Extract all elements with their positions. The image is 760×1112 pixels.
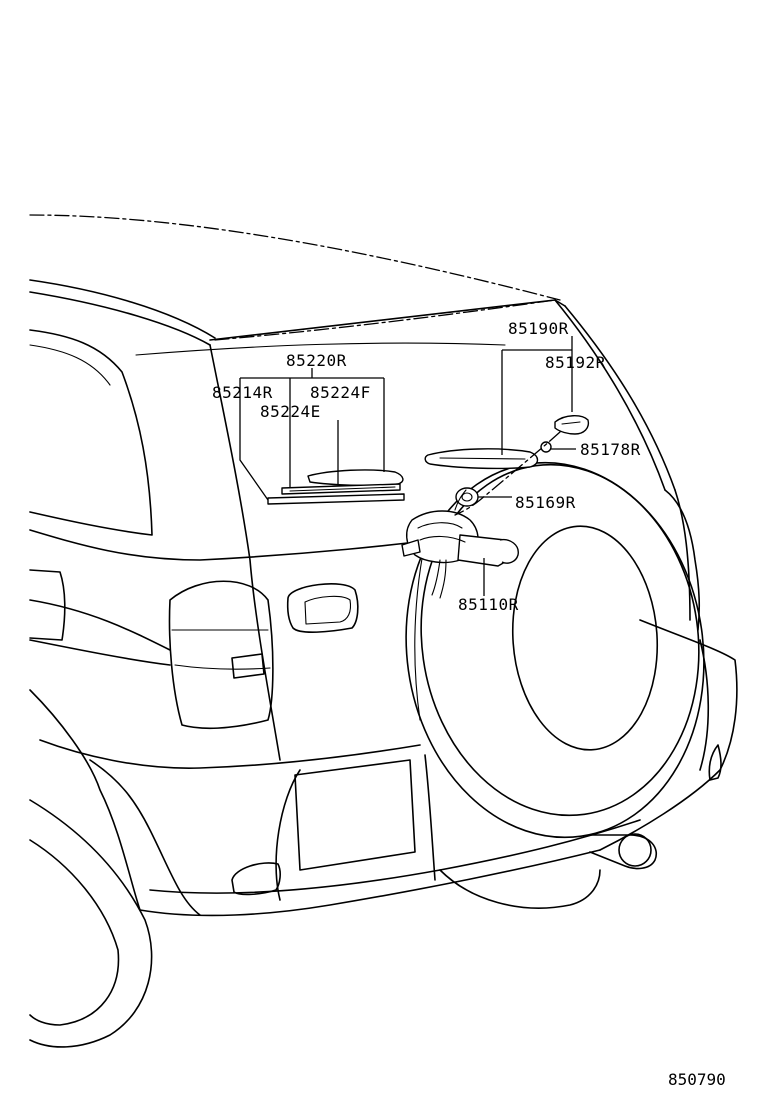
label-85169R: 85169R xyxy=(515,493,576,512)
label-85220R: 85220R xyxy=(286,351,347,370)
vehicle-body xyxy=(29,214,738,1048)
label-85224F: 85224F xyxy=(310,383,371,402)
label-85192R: 85192R xyxy=(545,353,606,372)
label-85190R: 85190R xyxy=(508,319,569,338)
figure-number: 850790 xyxy=(668,1070,726,1089)
part-labels: 85190R 85192R 85178R 85220R 85214R 85224… xyxy=(212,319,641,614)
label-85178R: 85178R xyxy=(580,440,641,459)
leader-lines xyxy=(239,336,576,596)
label-85224E: 85224E xyxy=(260,402,321,421)
nut xyxy=(540,441,552,453)
wiper-arm xyxy=(424,448,539,470)
wiper-blade xyxy=(267,469,405,505)
label-85214R: 85214R xyxy=(212,383,273,402)
wiper-arm-cap xyxy=(554,415,590,435)
label-85110R: 85110R xyxy=(458,595,519,614)
wiper-motor xyxy=(401,489,519,599)
